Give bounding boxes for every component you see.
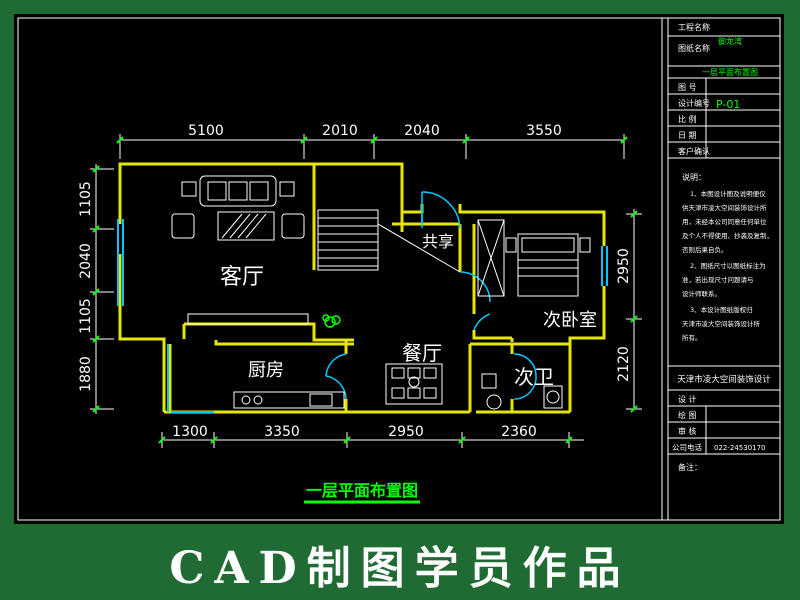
room-label-bedroom: 次卧室: [543, 310, 597, 331]
dim-left-1: 1105: [78, 181, 94, 217]
tb-note-line: 否则后果自负。: [682, 245, 728, 254]
bedroom-bed: [505, 233, 591, 297]
tb-design-num-label: 设计编号: [678, 98, 710, 108]
tb-company: 天津市凌大空间装饰设计: [677, 374, 771, 385]
tb-note-line: 所有。: [682, 333, 702, 342]
shared-cabinet: [477, 219, 505, 297]
tb-note-line: 及个人不得使用、抄袭及复制，: [682, 231, 773, 240]
dim-right-1: 2950: [616, 248, 632, 284]
tb-scale-label: 比 例: [678, 114, 697, 124]
title-block: [661, 17, 781, 521]
tb-reviewer-label: 审 核: [678, 426, 697, 436]
dim-bottom-2: 3350: [264, 424, 300, 440]
dim-top-3: 2040: [404, 123, 440, 139]
room-label-dining: 餐厅: [402, 341, 442, 365]
room-label-bath: 次卫: [514, 365, 554, 389]
drawing-canvas: [14, 14, 784, 524]
tb-designer-label: 设 计: [678, 394, 697, 404]
tb-date-label: 日 期: [678, 131, 697, 140]
bath-fixtures: [481, 373, 563, 410]
tb-client-label: 客户确认: [678, 146, 710, 156]
tb-phone-label: 公司电话: [672, 442, 702, 452]
dim-bottom-1: 1300: [172, 424, 208, 440]
windows: [117, 219, 608, 413]
dining-table: [385, 363, 443, 405]
tb-drawing-label: 图纸名称: [678, 43, 710, 53]
floor-plan-drawing: 5100 2010 2040 3550 1300 3350 2950 2360 …: [17, 17, 781, 521]
kitchen-counter: [233, 391, 345, 409]
tb-note-line: 2、图纸尺寸以图纸标注为: [690, 261, 766, 270]
tb-note-line: 准，若出现尺寸问题请与: [682, 275, 754, 284]
living-furniture: [171, 175, 309, 325]
doors: [325, 191, 537, 400]
dim-top-4: 3550: [526, 123, 562, 139]
tb-drawing-value: 一层平面布置图: [702, 67, 758, 77]
drawing-border: [17, 17, 781, 521]
dim-bottom-4: 2360: [501, 424, 537, 440]
tb-note-line: 3、本设计图纸版权归: [690, 305, 753, 314]
dim-right-2: 2120: [616, 346, 632, 382]
tb-note-line: 用，未经本公司同意任何单位: [682, 217, 767, 226]
tb-drafter-label: 绘 图: [678, 410, 697, 420]
tb-design-num-value: P-01: [716, 98, 740, 111]
dimension-ticks: [92, 136, 638, 444]
coffee-table-pattern: [221, 213, 267, 239]
tb-notes-title: 说明：: [682, 172, 706, 182]
staircase: [317, 209, 461, 273]
tb-note-line: 天津市凌大空间装饰设计所: [682, 319, 761, 328]
room-label-kitchen: 厨房: [248, 360, 284, 381]
dim-left-3: 1105: [78, 298, 94, 334]
tb-phone-value: 022-24530170: [714, 444, 766, 452]
tb-note-line: 设计师联系。: [682, 289, 721, 298]
room-label-shared: 共享: [422, 232, 454, 251]
dimension-lines: [90, 134, 642, 448]
dim-left-4: 1880: [78, 356, 94, 392]
banner-caption: CAD制图学员作品: [0, 528, 800, 600]
tb-note-line: 1、本图设计图及说明便仅: [690, 189, 766, 198]
tb-project-label: 工程名称: [678, 22, 710, 32]
dim-bottom-3: 2950: [388, 424, 424, 440]
dim-top-2: 2010: [322, 123, 358, 139]
tb-remark-label: 备注：: [678, 462, 702, 472]
room-label-living: 客厅: [220, 265, 264, 290]
dim-top-1: 5100: [188, 123, 224, 139]
tb-num-label: 图 号: [678, 83, 697, 92]
dim-left-2: 2040: [78, 243, 94, 279]
tb-project-value: 御龙湾: [718, 36, 742, 46]
tb-note-line: 供天津市凌大空间装饰设计所: [682, 203, 767, 212]
plant-icon: [322, 314, 341, 328]
plan-title: 一层平面布置图: [306, 481, 418, 500]
